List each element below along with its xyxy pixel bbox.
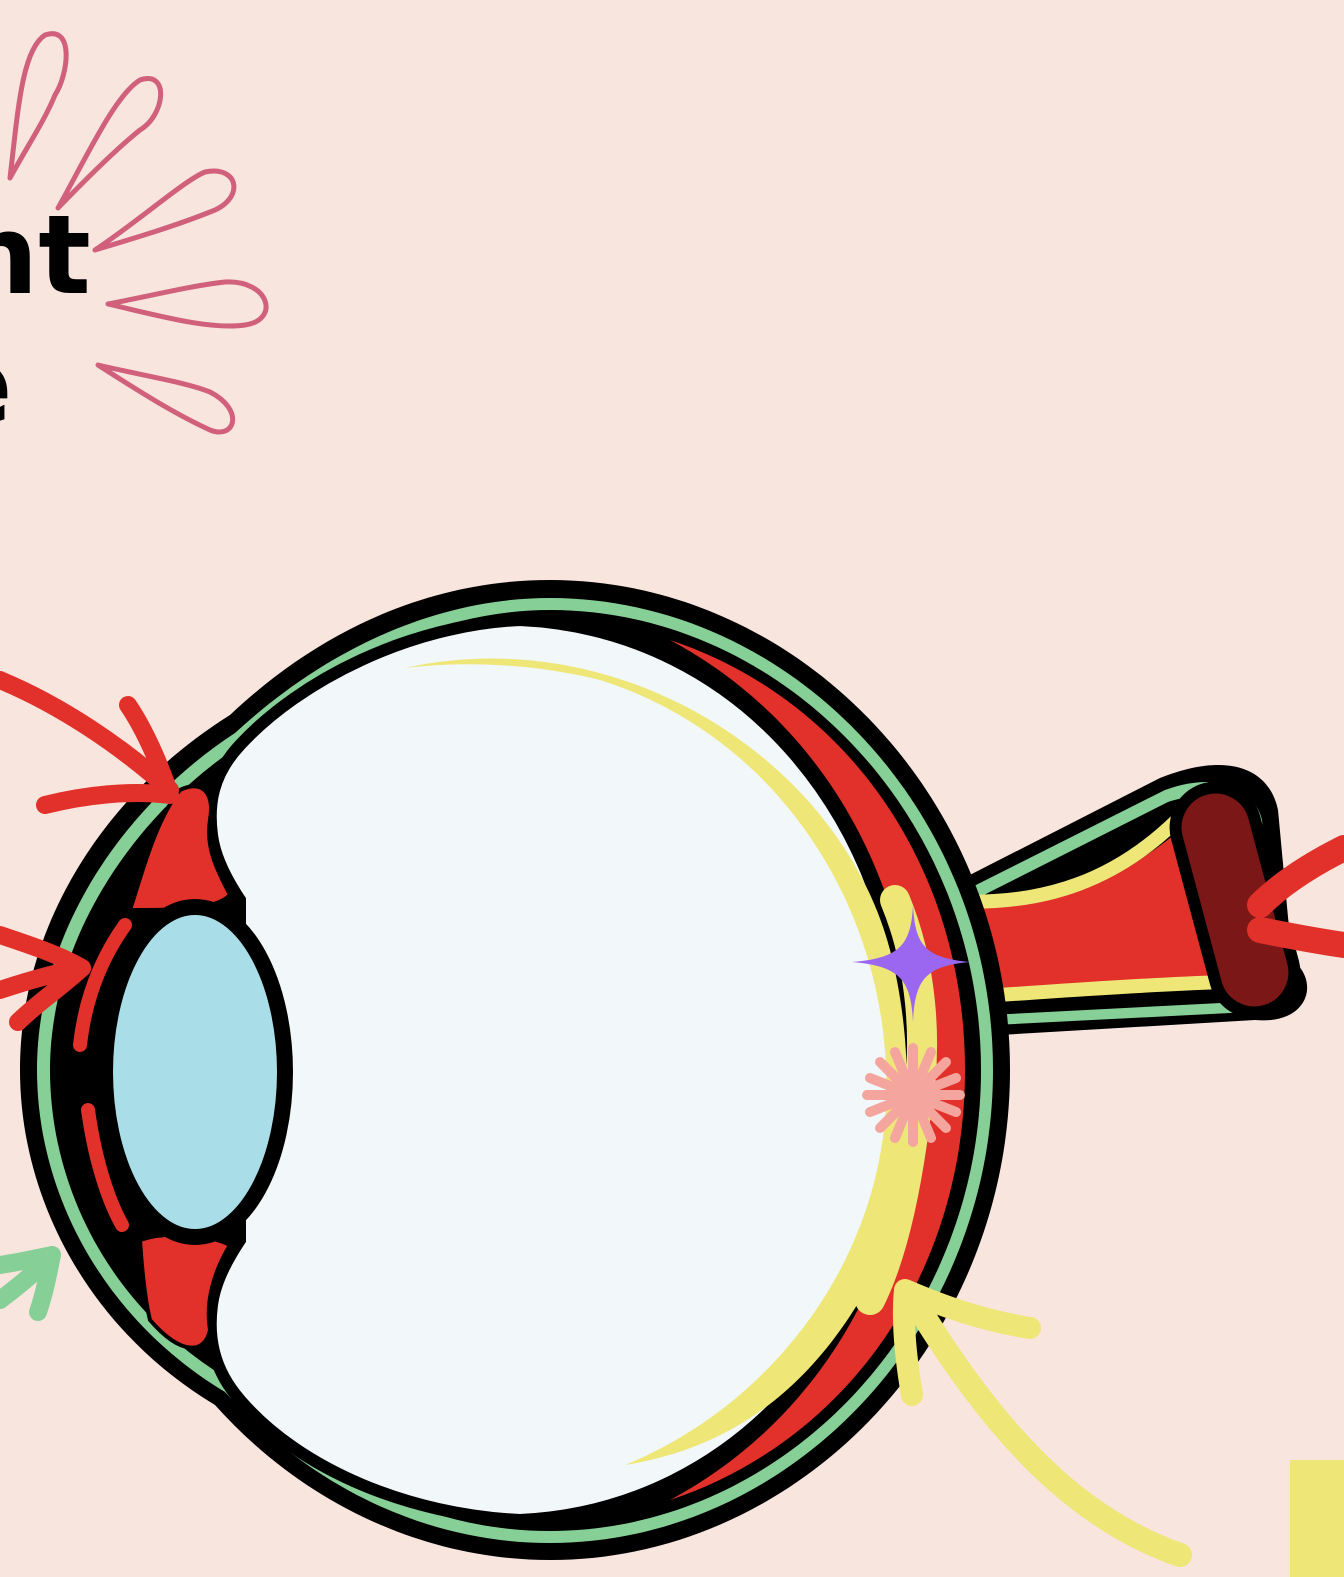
eyeball <box>20 580 1010 1560</box>
sparkle-lines-icon <box>10 34 266 432</box>
vitreous-body <box>211 620 905 1520</box>
lens <box>105 907 285 1237</box>
asterisk-burst-icon <box>867 1048 960 1142</box>
